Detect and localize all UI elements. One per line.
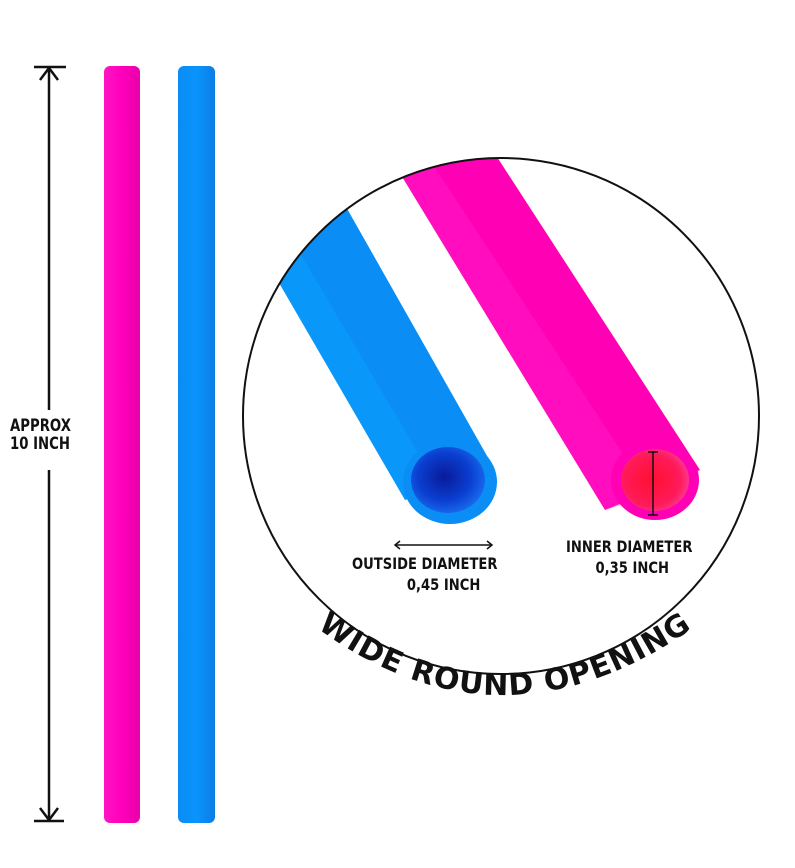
inner-diameter-label: Inner diameter 0,35 inch — [566, 537, 693, 577]
length-label: Approx 10 inch — [10, 416, 71, 454]
inner-diameter-value: 0,35 inch — [595, 557, 669, 577]
blue-straw — [178, 66, 215, 823]
pink-straw — [104, 66, 140, 823]
outside-diameter-title: Outside diameter — [352, 554, 498, 573]
outside-diameter-value: 0,45 inch — [406, 574, 481, 594]
zoom-inset-circle — [242, 157, 760, 675]
length-label-line1: Approx — [10, 416, 71, 436]
length-label-line2: 10 inch — [10, 433, 70, 454]
wide-round-opening-banner: WIDE ROUND OPENING — [313, 606, 698, 704]
length-dimension-arrow — [34, 65, 66, 823]
inner-diameter-title: Inner diameter — [566, 537, 693, 556]
outside-diameter-label: Outside diameter 0,45 inch — [352, 554, 498, 594]
